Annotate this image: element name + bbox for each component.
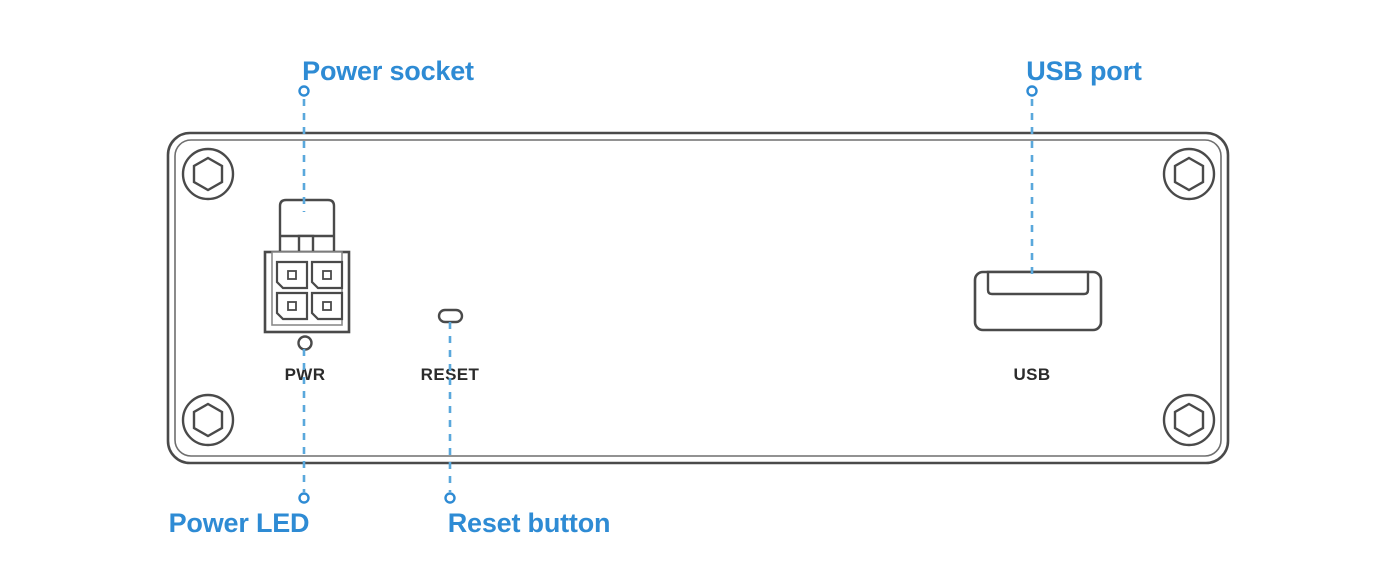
panel-outline-outer	[166, 131, 1230, 465]
callout-power-led-label: Power LED	[169, 508, 310, 538]
reset-button[interactable]	[437, 308, 464, 324]
hex-socket-icon	[1173, 156, 1205, 192]
callout-usb-port: USB port	[1026, 56, 1142, 274]
callout-marker-icon	[298, 492, 310, 504]
silk-reset-label: RESET	[421, 365, 480, 384]
hex-socket-icon	[192, 156, 224, 192]
screw-top-left	[181, 147, 235, 201]
connector-pin-1	[275, 260, 309, 290]
panel-outline-inner	[174, 139, 1222, 457]
connector-latch	[278, 198, 336, 255]
screw-top-right	[1162, 147, 1216, 201]
power-led	[297, 335, 313, 351]
callout-power-socket: Power socket	[298, 56, 474, 212]
usb-tongue	[986, 270, 1090, 296]
hex-socket-icon	[1173, 402, 1205, 438]
callout-power-led: Power LED	[169, 349, 310, 538]
connector-pin-2	[310, 260, 344, 290]
rear-panel	[166, 131, 1230, 465]
callout-usb-port-label: USB port	[1026, 56, 1142, 86]
connector-latch-notch	[297, 234, 315, 255]
connector-pin-3	[275, 291, 309, 321]
callout-reset-button: Reset button	[444, 322, 611, 538]
power-socket-connector[interactable]	[263, 198, 351, 334]
callout-reset-button-label: Reset button	[448, 508, 611, 538]
hex-socket-icon	[192, 402, 224, 438]
connector-pin-4	[310, 291, 344, 321]
screw-bottom-left	[181, 393, 235, 447]
screw-bottom-right	[1162, 393, 1216, 447]
callout-power-socket-label: Power socket	[302, 56, 474, 86]
callout-marker-icon	[1026, 85, 1038, 97]
usb-port[interactable]	[973, 270, 1103, 332]
callout-marker-icon	[298, 85, 310, 97]
silk-pwr-label: PWR	[285, 365, 326, 384]
silk-usb-label: USB	[1013, 365, 1050, 384]
callout-marker-icon	[444, 492, 456, 504]
